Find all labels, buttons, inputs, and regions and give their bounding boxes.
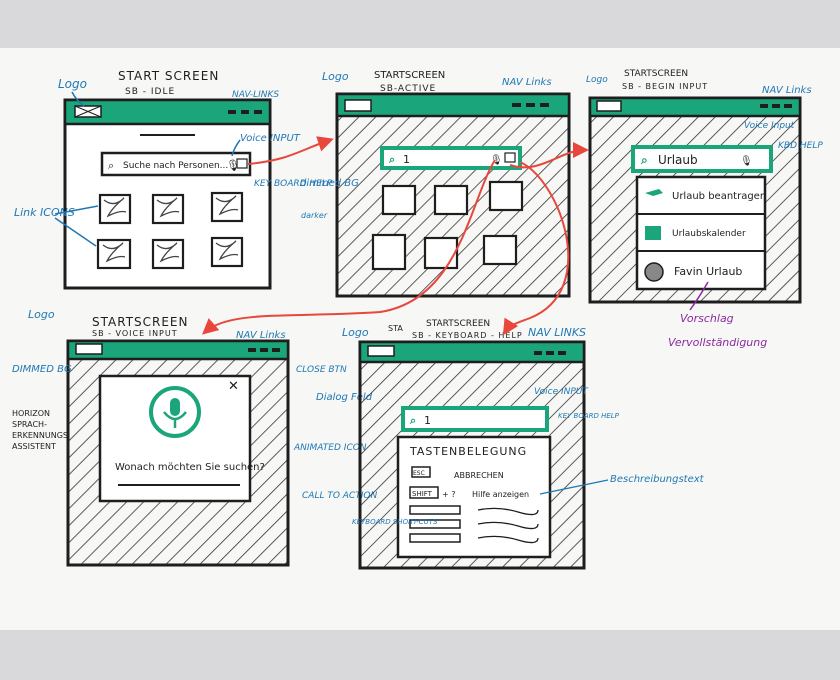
- svg-text:KEY BOARD HELP: KEY BOARD HELP: [254, 179, 333, 189]
- svg-text:NAV Links: NAV Links: [502, 77, 552, 88]
- svg-text:HORIZON: HORIZON: [12, 409, 50, 418]
- annotations-voice: Logo NAV Links DIMMED BG HORIZON SPRACH-…: [12, 308, 377, 501]
- annotations-kbd: Logo STA NAV LINKS Voice INPUT KEY BOARD…: [342, 324, 705, 526]
- annotations-begin: Logo NAV Links Voice Input KBD HELP Vors…: [586, 75, 823, 349]
- svg-text:+ ?: + ?: [442, 490, 456, 499]
- svg-text:STARTSCREEN: STARTSCREEN: [624, 69, 688, 79]
- svg-text:darker: darker: [301, 211, 328, 220]
- svg-text:STA: STA: [388, 324, 403, 333]
- svg-text:⌕: ⌕: [108, 159, 114, 172]
- svg-text:Hilfe anzeigen: Hilfe anzeigen: [472, 490, 529, 499]
- svg-text:1: 1: [403, 153, 410, 166]
- svg-text:Voice INPUT: Voice INPUT: [240, 133, 301, 144]
- svg-text:NAV Links: NAV Links: [762, 85, 812, 96]
- svg-text:SB - VOICE INPUT: SB - VOICE INPUT: [92, 329, 178, 338]
- svg-text:Vervollständigung: Vervollständigung: [668, 336, 767, 349]
- frame-title: START SCREEN: [118, 69, 219, 83]
- close-icon[interactable]: ✕: [228, 379, 239, 394]
- svg-text:STARTSCREEN: STARTSCREEN: [92, 315, 189, 329]
- svg-text:Logo: Logo: [586, 75, 608, 85]
- voice-prompt: Wonach möchten Sie suchen?: [115, 462, 265, 473]
- svg-text:STARTSCREEN: STARTSCREEN: [374, 70, 445, 81]
- frame-begin-input: ⌕ Urlaub 🎙 Urlaub beantragen Urlaubskale…: [588, 69, 802, 304]
- svg-text:ASSISTENT: ASSISTENT: [12, 442, 56, 451]
- svg-text:SB - KEYBOARD - HELP: SB - KEYBOARD - HELP: [412, 331, 523, 340]
- svg-text:TASTENBELEGUNG: TASTENBELEGUNG: [409, 445, 527, 458]
- svg-text:ANIMATED ICON: ANIMATED ICON: [293, 443, 367, 453]
- svg-text:Voice Input: Voice Input: [744, 121, 795, 131]
- svg-text:dimmed BG: dimmed BG: [300, 178, 359, 189]
- annotations-active: Logo NAV Links dimmed BG darker: [300, 70, 552, 220]
- svg-text:⌕: ⌕: [640, 153, 648, 167]
- svg-text:Beschreibungstext: Beschreibungstext: [610, 474, 705, 485]
- svg-text:SHIFT: SHIFT: [412, 490, 433, 498]
- svg-text:Vorschlag: Vorschlag: [680, 312, 734, 325]
- svg-text:Logo: Logo: [342, 326, 369, 339]
- svg-text:ERKENNUNGS: ERKENNUNGS: [12, 431, 68, 440]
- search-input-active: [380, 146, 522, 170]
- svg-text:STARTSCREEN: STARTSCREEN: [426, 319, 490, 329]
- svg-text:KBD HELP: KBD HELP: [778, 141, 823, 151]
- svg-text:Link ICONS: Link ICONS: [14, 206, 75, 219]
- suggestion-item: Urlaub beantragen: [672, 191, 766, 202]
- frame-idle: ⌕ Suche nach Personen... 🎙 START SCREEN …: [63, 69, 272, 290]
- svg-text:NAV LINKS: NAV LINKS: [528, 326, 586, 339]
- svg-text:🎙: 🎙: [740, 155, 753, 167]
- svg-text:CALL TO ACTION: CALL TO ACTION: [302, 491, 377, 501]
- whiteboard-paper: ⌕ Suche nach Personen... 🎙 START SCREEN …: [0, 48, 840, 630]
- search-placeholder: Suche nach Personen...: [123, 161, 228, 171]
- frame-active: ⌕ 1 🎙 STARTSCREEN SB-ACTIVE: [335, 70, 571, 298]
- flow-arrows: [201, 136, 589, 336]
- svg-text:NAV-LINKS: NAV-LINKS: [232, 90, 279, 100]
- svg-text:⌕: ⌕: [388, 153, 395, 166]
- svg-text:NAV Links: NAV Links: [236, 330, 286, 341]
- keyboard-icon: [236, 158, 248, 169]
- link-icons: [96, 191, 244, 270]
- frame-keyboard-help: ⌕ 1 TASTENBELEGUNG ESC ABBRECHEN SHIFT +…: [358, 319, 586, 570]
- suggestion-item: Urlaubskalender: [672, 229, 746, 239]
- svg-text:ABBRECHEN: ABBRECHEN: [454, 471, 504, 480]
- svg-text:ESC: ESC: [413, 470, 425, 477]
- svg-text:DIMMED BG: DIMMED BG: [12, 364, 72, 375]
- svg-text:SB-ACTIVE: SB-ACTIVE: [380, 84, 436, 94]
- svg-text:Dialog Feld: Dialog Feld: [316, 392, 373, 403]
- svg-text:SPRACH-: SPRACH-: [12, 420, 47, 429]
- annotations-idle: Logo NAV-LINKS Voice INPUT KEY BOARD HEL…: [14, 77, 333, 247]
- svg-text:KEY BOARD HELP: KEY BOARD HELP: [558, 412, 620, 420]
- frame-voice-input: ✕ Wonach möchten Sie suchen? STARTSCREEN…: [66, 315, 290, 567]
- svg-text:⌕: ⌕: [409, 414, 416, 427]
- svg-text:1: 1: [424, 414, 431, 427]
- svg-text:CLOSE BTN: CLOSE BTN: [296, 365, 347, 375]
- nav-links: [228, 110, 262, 114]
- suggestion-item: Favin Urlaub: [674, 265, 742, 278]
- svg-text:Logo: Logo: [322, 70, 349, 83]
- svg-text:SB - BEGIN INPUT: SB - BEGIN INPUT: [622, 82, 708, 91]
- svg-text:Logo: Logo: [58, 77, 87, 91]
- svg-text:Urlaub: Urlaub: [658, 153, 698, 167]
- svg-text:KEYBOARD SHORT-CUTS: KEYBOARD SHORT-CUTS: [352, 518, 438, 526]
- svg-text:Voice INPUT: Voice INPUT: [534, 387, 589, 397]
- svg-text:Logo: Logo: [28, 308, 55, 321]
- wireframe-sketch: ⌕ Suche nach Personen... 🎙 START SCREEN …: [12, 69, 823, 570]
- frame-state: SB - IDLE: [125, 87, 175, 97]
